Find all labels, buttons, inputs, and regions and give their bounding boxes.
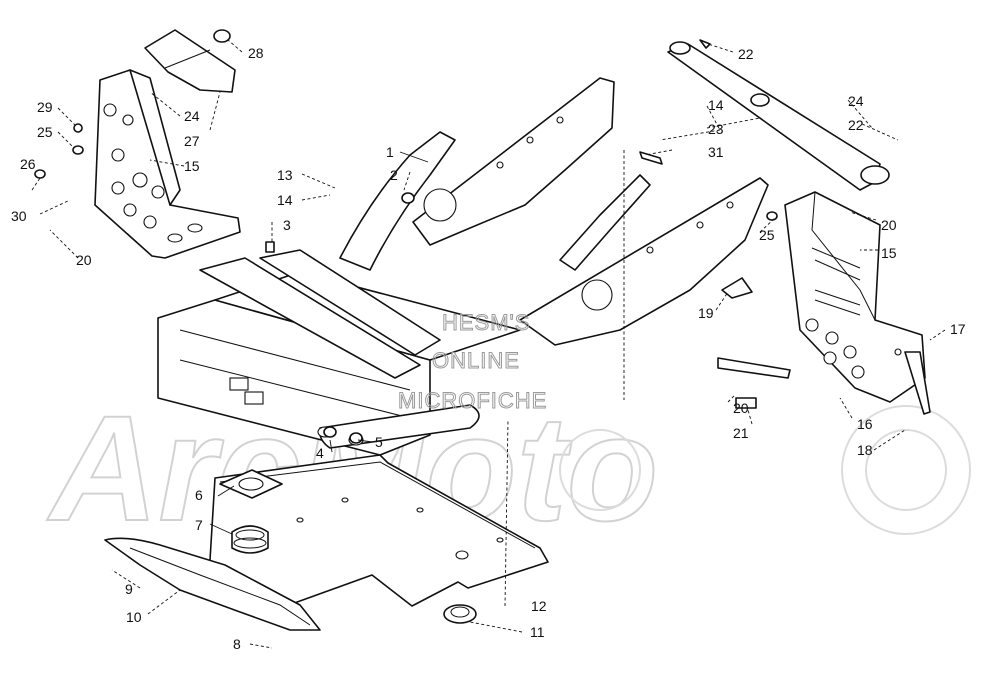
callout-9: 9 [125, 581, 133, 597]
left-bracket [94, 29, 241, 259]
callout-12: 12 [531, 598, 547, 614]
callout-27: 27 [184, 133, 200, 149]
callout-20-right: 20 [881, 217, 897, 233]
callout-4: 4 [316, 445, 324, 461]
callout-23: 23 [708, 121, 724, 137]
watermark-wheel-small [559, 429, 641, 511]
clip-19 [721, 277, 753, 299]
callout-25-left: 25 [37, 124, 53, 140]
nut-25-left [72, 145, 84, 155]
main-frame [157, 77, 769, 456]
callout-24-right: 24 [848, 93, 864, 109]
watermark-wheel [841, 405, 971, 535]
boot-7 [231, 525, 269, 554]
front-skid-plate [104, 537, 321, 631]
callout-30: 30 [11, 208, 27, 224]
callout-28: 28 [248, 45, 264, 61]
callout-8: 8 [233, 636, 241, 652]
callout-6: 6 [195, 487, 203, 503]
watermark-text: HESM'S ONLINE MICROFICHE [398, 310, 547, 414]
callout-19: 19 [698, 305, 714, 321]
plate-6 [219, 469, 283, 499]
watermark-line3: MICROFICHE [398, 388, 547, 413]
right-bracket [784, 191, 931, 415]
callout-15-left: 15 [184, 158, 200, 174]
callout-16: 16 [857, 416, 873, 432]
callouts: 1 2 3 4 5 6 7 8 9 10 11 12 13 14 15 26 2… [11, 45, 966, 652]
leader-lines [31, 39, 946, 649]
spring-31 [639, 151, 663, 165]
callout-17: 17 [950, 321, 966, 337]
callout-26: 26 [20, 156, 36, 172]
callout-29: 29 [37, 99, 53, 115]
watermark-line1: HESM'S [442, 310, 530, 335]
bolt-22-top [699, 39, 711, 49]
callout-31: 31 [708, 144, 724, 160]
callout-3: 3 [283, 217, 291, 233]
callout-14-right: 14 [708, 97, 724, 113]
callout-22-top: 22 [738, 46, 754, 62]
nut-28 [213, 29, 231, 43]
callout-2: 2 [390, 167, 398, 183]
callout-14-left: 14 [277, 192, 293, 208]
watermark-wheel-hub [865, 429, 947, 511]
bushing-2 [401, 192, 415, 204]
bolt-29 [73, 123, 83, 133]
callout-24-left: 24 [184, 108, 200, 124]
callout-5: 5 [375, 434, 383, 450]
steering-shaft [667, 41, 890, 191]
callout-18: 18 [857, 442, 873, 458]
nut-25-right [766, 211, 778, 221]
callout-10: 10 [126, 609, 142, 625]
callout-15-right: 15 [881, 245, 897, 261]
callout-11: 11 [530, 624, 545, 640]
callout-20-bottom: 20 [733, 400, 749, 416]
callout-25-right: 25 [759, 227, 775, 243]
watermark-line2: ONLINE [432, 348, 520, 373]
nut-26 [34, 169, 46, 179]
callout-21: 21 [733, 425, 749, 441]
washer-4 [323, 426, 337, 438]
callout-7: 7 [195, 517, 203, 533]
strap-21 [717, 357, 791, 409]
spacer-5 [349, 432, 363, 444]
bolt-3 [265, 241, 275, 253]
callout-22-right: 22 [848, 117, 864, 133]
callout-20-left: 20 [76, 252, 92, 268]
grommet-11 [443, 604, 477, 624]
callout-13: 13 [277, 167, 293, 183]
callout-1: 1 [386, 144, 394, 160]
